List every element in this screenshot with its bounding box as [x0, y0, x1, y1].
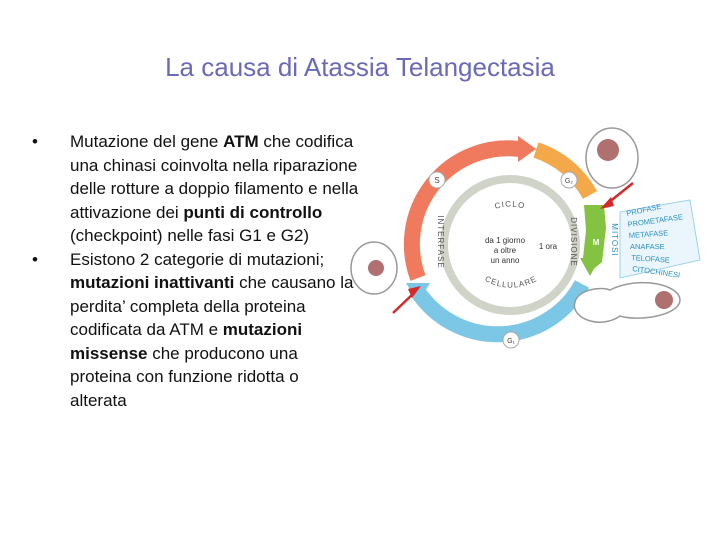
bullet-list: • Mutazione del gene ATM che codifica un… [30, 130, 360, 412]
s-phase-marker [428, 171, 446, 189]
cell-left [350, 241, 398, 295]
mitosis-phase-label: TELOFASE [631, 253, 670, 265]
bullet-item: • Esistono 2 categorie di mutazioni; mut… [30, 248, 360, 413]
bullet-text: Esistono 2 categorie di mutazioni; mutaz… [70, 249, 354, 410]
s-phase-label: S [434, 176, 439, 185]
bullet-text: Mutazione del gene ATM che codifica una … [70, 132, 359, 245]
interfase-label: INTERFASE [436, 215, 445, 268]
cell-top-right [585, 127, 639, 189]
center-line-1: da 1 giorno [485, 236, 526, 245]
bullet-item: • Mutazione del gene ATM che codifica un… [30, 130, 360, 248]
g2-phase-arc [533, 142, 598, 200]
ciclo-label: CICLO [494, 199, 527, 210]
g2-phase-label: G₂ [565, 178, 573, 185]
one-hour-label: 1 ora [539, 242, 558, 251]
slide-title: La causa di Atassia Telangectasia [165, 52, 555, 82]
bullet-dot: • [32, 249, 38, 269]
g2-phase-marker [560, 171, 578, 189]
s-phase-arrowhead [518, 136, 536, 162]
mitosis-phase-label: METAFASE [629, 228, 669, 240]
g1-phase-arc [411, 280, 590, 343]
mitosi-label: MITOSI [610, 223, 619, 256]
g1-phase-label: G₁ [507, 338, 515, 345]
m-label: M [593, 238, 600, 247]
bullet-dot: • [32, 132, 38, 151]
g1-phase-marker [502, 331, 520, 349]
inner-ring [440, 175, 580, 315]
m-phase-arrowhead [580, 258, 600, 276]
cell-nucleus [655, 291, 673, 309]
center-line-3: un anno [491, 256, 520, 265]
arrow-bottom-left [392, 286, 421, 314]
g1-phase-arrowhead [406, 283, 430, 303]
mitosis-fan [619, 199, 701, 279]
cellulare-label: CELLULARE [483, 274, 538, 289]
arrow-top-right [600, 182, 634, 209]
cell-dividing-right [573, 281, 681, 323]
fan-band [619, 199, 701, 279]
divisione-label: DIVISIONE [569, 217, 578, 266]
cell-nucleus [597, 139, 619, 161]
m-phase-wedge [583, 205, 606, 272]
cell-nucleus [368, 260, 384, 276]
mitosis-phase-label: ANAFASE [630, 242, 665, 251]
center-line-2: a oltre [494, 246, 517, 255]
